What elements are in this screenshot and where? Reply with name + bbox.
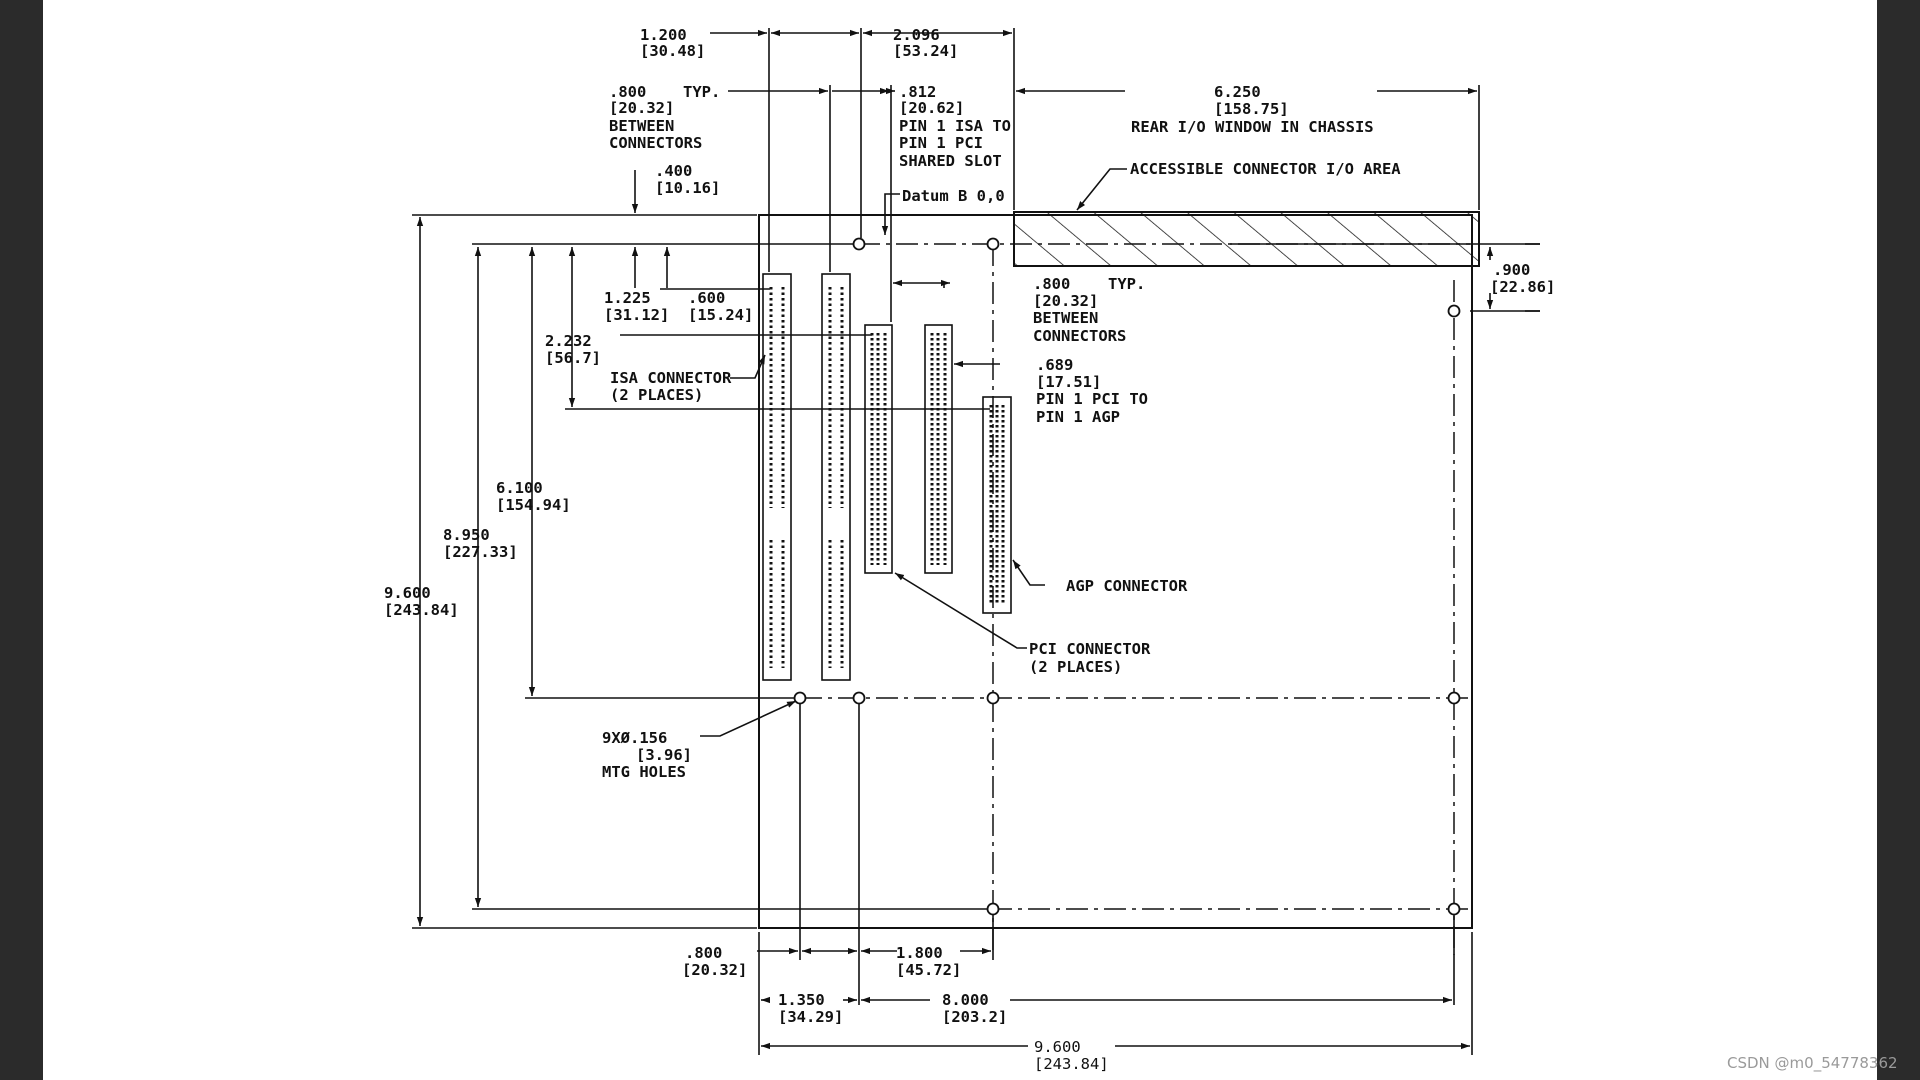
dim-6100-mm: [154.94] <box>496 496 571 514</box>
pci-connector-2 <box>924 324 953 574</box>
dim-2232-in: 2.232 <box>545 332 592 350</box>
mtg-holes-label-1: 9XØ.156 <box>602 729 667 747</box>
io-area-hatched <box>1013 211 1480 267</box>
dim-800-mid-note-1: BETWEEN <box>1033 309 1098 327</box>
pci-label-2: (2 PLACES) <box>1029 658 1122 676</box>
dim-812-in: .812 <box>899 83 936 101</box>
dim-9600-h-in: 9.600 <box>1034 1038 1081 1056</box>
dim-800-mid-in: .800 <box>1033 275 1070 293</box>
dim-800-top-in: .800 <box>609 83 646 101</box>
dim-2232-mm: [56.7] <box>545 349 601 367</box>
dim-1225-mm: [31.12] <box>604 306 669 324</box>
dim-9600-h-mm: [243.84] <box>1034 1055 1109 1073</box>
dim-689-in: .689 <box>1036 356 1073 374</box>
dim-812-note-1: PIN 1 ISA TO <box>899 117 1011 135</box>
dim-800-bot-mm: [20.32] <box>682 961 747 979</box>
dim-1225-in: 1.225 <box>604 289 651 307</box>
accessible-area-label: ACCESSIBLE CONNECTOR I/O AREA <box>1130 160 1401 178</box>
dim-800-mid-mm: [20.32] <box>1033 292 1098 310</box>
dim-6250-in: 6.250 <box>1214 83 1261 101</box>
dim-812-note-2: PIN 1 PCI <box>899 134 983 152</box>
dim-2096-mm: [53.24] <box>893 42 958 60</box>
extension-lines <box>412 28 1540 1055</box>
dim-6100-in: 6.100 <box>496 479 543 497</box>
dim-8000-mm: [203.2] <box>942 1008 1007 1026</box>
dim-1800-mm: [45.72] <box>896 961 961 979</box>
csdn-watermark: CSDN @m0_54778362 <box>1727 1054 1898 1073</box>
dim-8950-in: 8.950 <box>443 526 490 544</box>
dim-800-bot-in: .800 <box>685 944 722 962</box>
isa-label-2: (2 PLACES) <box>610 386 703 404</box>
dim-9600-v-mm: [243.84] <box>384 601 459 619</box>
dim-812-mm: [20.62] <box>899 99 964 117</box>
dim-6250-mm: [158.75] <box>1214 100 1289 118</box>
dim-6250-note: REAR I/O WINDOW IN CHASSIS <box>1131 118 1374 136</box>
dimension-lines <box>416 29 1540 1050</box>
pci-label-1: PCI CONNECTOR <box>1029 640 1151 658</box>
dim-800-top-note-2: CONNECTORS <box>609 134 702 152</box>
dim-1200-in: 1.200 <box>640 26 687 44</box>
leader-lines <box>700 168 1127 737</box>
dim-900-mm: [22.86] <box>1490 278 1555 296</box>
dim-1200-mm: [30.48] <box>640 42 705 60</box>
dim-800-mid-note-2: CONNECTORS <box>1033 327 1126 345</box>
dim-2096-in: 2.096 <box>893 26 940 44</box>
dim-1350-in: 1.350 <box>778 991 825 1009</box>
dim-800-top-note-1: BETWEEN <box>609 117 674 135</box>
dim-800-mid-typ: TYP. <box>1108 275 1145 293</box>
agp-label: AGP CONNECTOR <box>1066 577 1188 595</box>
dim-800-top-mm: [20.32] <box>609 99 674 117</box>
dim-800-top-typ: TYP. <box>683 83 720 101</box>
dim-1800-in: 1.800 <box>896 944 943 962</box>
dim-1350-mm: [34.29] <box>778 1008 843 1026</box>
drawing-sheet <box>43 0 1877 1080</box>
mtg-holes-label-2: [3.96] <box>636 746 692 764</box>
dim-8000-in: 8.000 <box>942 991 989 1009</box>
isa-connector-1 <box>762 273 792 681</box>
dim-9600-v-in: 9.600 <box>384 584 431 602</box>
dim-600-in: .600 <box>688 289 725 307</box>
dim-689-note-1: PIN 1 PCI TO <box>1036 390 1148 408</box>
dim-900-in: .900 <box>1493 261 1530 279</box>
isa-connector-2 <box>821 273 851 681</box>
mtg-holes-label-3: MTG HOLES <box>602 763 686 781</box>
dim-400-mm: [10.16] <box>655 179 720 197</box>
dim-600-mm: [15.24] <box>688 306 753 324</box>
pci-connector-1 <box>864 324 893 574</box>
dim-812-note-3: SHARED SLOT <box>899 152 1002 170</box>
board-outline <box>758 214 1473 929</box>
dim-8950-mm: [227.33] <box>443 543 518 561</box>
agp-connector <box>982 396 1012 614</box>
datum-label: Datum B 0,0 <box>902 187 1005 205</box>
dim-689-note-2: PIN 1 AGP <box>1036 408 1120 426</box>
dim-689-mm: [17.51] <box>1036 373 1101 391</box>
isa-label-1: ISA CONNECTOR <box>610 369 732 387</box>
dim-400-in: .400 <box>655 162 692 180</box>
mounting-holes <box>793 237 1461 916</box>
